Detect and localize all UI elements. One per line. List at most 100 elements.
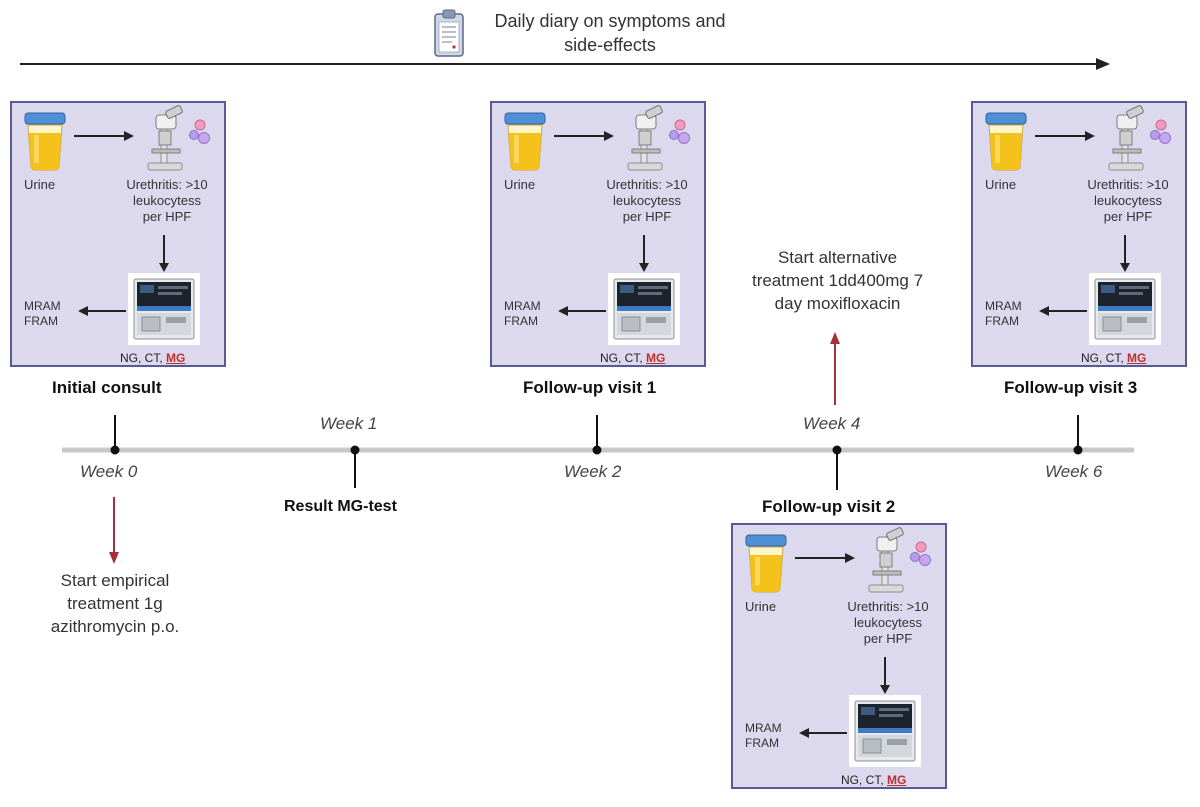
arrow-down-icon <box>639 235 649 272</box>
urethritis-label: Urethritis: >10 leukocytess per HPF <box>592 177 702 225</box>
visit-box-initial: Urine Urethritis: >10 leukocytess per HP… <box>10 101 226 367</box>
empirical-treatment-arrow <box>109 497 119 564</box>
alternative-treatment-text: Start alternative treatment 1dd400mg 7 d… <box>725 246 950 315</box>
urethritis-label: Urethritis: >10 leukocytess per HPF <box>1073 177 1183 225</box>
tick-dot-week-4 <box>832 445 842 455</box>
diary-text-line2: side-effects <box>564 35 656 55</box>
tests-mg-highlight: MG <box>166 351 186 365</box>
tests-label: NG, CT, MG <box>1081 351 1146 365</box>
urethritis-line2: leukocytess <box>854 615 922 630</box>
tick-dot-week-2 <box>592 445 602 455</box>
arrow-left-icon <box>1039 306 1087 316</box>
diary-header: Daily diary on symptoms and side-effects <box>433 4 763 60</box>
mram-fram-label: MRAM FRAM <box>24 299 61 329</box>
urine-label: Urine <box>985 177 1017 192</box>
clipboard-icon <box>434 9 464 57</box>
alternative-line3: day moxifloxacin <box>774 294 901 313</box>
analyzer-machine-icon <box>128 273 200 345</box>
microscope-icon <box>147 105 210 171</box>
urethritis-line2: leukocytess <box>613 193 681 208</box>
week-label-6: Week 6 <box>1045 462 1103 481</box>
urine-label: Urine <box>24 177 56 192</box>
mram-line1: MRAM <box>985 299 1022 313</box>
arrow-right-icon <box>1035 131 1095 141</box>
week-label-0: Week 0 <box>80 462 138 481</box>
fram-line2: FRAM <box>985 314 1019 328</box>
tests-prefix: NG, CT, <box>600 351 647 365</box>
mram-line1: MRAM <box>745 721 782 735</box>
visit-box-followup-1: Urine Urethritis: >10 leukocytess per HP… <box>490 101 706 367</box>
urethritis-line2: leukocytess <box>1094 193 1162 208</box>
urethritis-line3: per HPF <box>622 209 672 224</box>
empirical-line3: azithromycin p.o. <box>50 617 180 636</box>
urine-cup-icon <box>24 112 66 171</box>
empirical-treatment-text: Start empirical treatment 1g azithromyci… <box>20 569 210 638</box>
alternative-line1: Start alternative <box>777 248 898 267</box>
urethritis-line3: per HPF <box>1103 209 1153 224</box>
urethritis-line1: Urethritis: >10 <box>847 599 929 614</box>
tests-prefix: NG, CT, <box>1081 351 1128 365</box>
visit-box-followup-2: Urine Urethritis: >10 leukocytess per HP… <box>731 523 947 789</box>
result-mg-test-label: Result MG-test <box>284 498 397 515</box>
arrow-down-icon <box>880 657 890 694</box>
analyzer-machine-icon <box>608 273 680 345</box>
tests-mg-highlight: MG <box>646 351 666 365</box>
tests-mg-highlight: MG <box>887 773 907 787</box>
urethritis-line2: leukocytess <box>133 193 201 208</box>
mram-fram-label: MRAM FRAM <box>504 299 541 329</box>
visit-box-followup-3: Urine Urethritis: >10 leukocytess per HP… <box>971 101 1187 367</box>
tests-mg-highlight: MG <box>1127 351 1147 365</box>
tests-prefix: NG, CT, <box>841 773 888 787</box>
visit-title-initial: Initial consult <box>52 378 162 397</box>
tests-prefix: NG, CT, <box>120 351 167 365</box>
empirical-line2: treatment 1g <box>67 594 163 613</box>
tick-dot-week-6 <box>1073 445 1083 455</box>
week-label-2: Week 2 <box>564 462 622 481</box>
fram-line2: FRAM <box>24 314 58 328</box>
urine-label: Urine <box>504 177 536 192</box>
alternative-treatment-arrow <box>830 332 840 405</box>
microscope-icon <box>868 527 931 593</box>
analyzer-machine-icon <box>849 695 921 767</box>
arrow-left-icon <box>799 728 847 738</box>
tests-label: NG, CT, MG <box>120 351 185 365</box>
diary-text-line1: Daily diary on symptoms and <box>494 11 726 31</box>
tests-label: NG, CT, MG <box>600 351 665 365</box>
arrow-right-icon <box>795 553 855 563</box>
arrow-left-icon <box>78 306 126 316</box>
week-label-4: Week 4 <box>803 414 861 433</box>
alternative-line2: treatment 1dd400mg 7 <box>751 271 924 290</box>
visit-title-followup-3: Follow-up visit 3 <box>1004 378 1138 397</box>
urethritis-line1: Urethritis: >10 <box>126 177 208 192</box>
analyzer-machine-icon <box>1089 273 1161 345</box>
fram-line2: FRAM <box>745 736 779 750</box>
urethritis-line3: per HPF <box>863 631 913 646</box>
urethritis-line1: Urethritis: >10 <box>1087 177 1169 192</box>
tests-label: NG, CT, MG <box>841 773 906 787</box>
empirical-line1: Start empirical <box>60 571 170 590</box>
week-label-1: Week 1 <box>320 414 378 433</box>
diary-timeline-arrow <box>20 58 1110 70</box>
urethritis-line3: per HPF <box>142 209 192 224</box>
arrow-right-icon <box>554 131 614 141</box>
mram-line1: MRAM <box>24 299 61 313</box>
urine-cup-icon <box>985 112 1027 171</box>
urine-label: Urine <box>745 599 777 614</box>
arrow-left-icon <box>558 306 606 316</box>
arrow-down-icon <box>159 235 169 272</box>
urethritis-label: Urethritis: >10 leukocytess per HPF <box>112 177 222 225</box>
fram-line2: FRAM <box>504 314 538 328</box>
mram-fram-label: MRAM FRAM <box>745 721 782 751</box>
tick-dot-week-0 <box>110 445 120 455</box>
microscope-icon <box>1108 105 1171 171</box>
mram-fram-label: MRAM FRAM <box>985 299 1022 329</box>
arrow-right-icon <box>74 131 134 141</box>
urethritis-label: Urethritis: >10 leukocytess per HPF <box>833 599 943 647</box>
visit-title-followup-1: Follow-up visit 1 <box>523 378 657 397</box>
arrow-down-icon <box>1120 235 1130 272</box>
diary-text: Daily diary on symptoms and side-effects <box>475 9 745 57</box>
urine-cup-icon <box>745 534 787 593</box>
urethritis-line1: Urethritis: >10 <box>606 177 688 192</box>
mram-line1: MRAM <box>504 299 541 313</box>
